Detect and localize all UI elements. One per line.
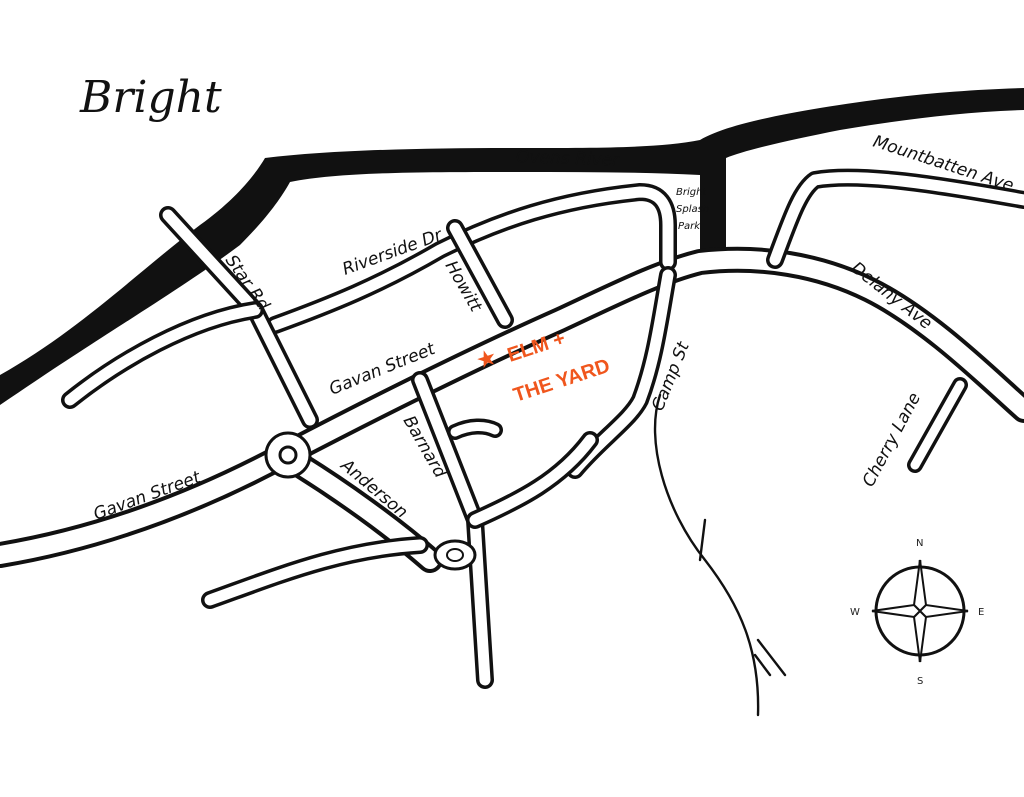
compass-rose: N S E W xyxy=(850,538,984,687)
compass-s: S xyxy=(917,676,923,687)
park-line-2: Splash xyxy=(676,204,709,215)
compass-n: N xyxy=(916,538,923,549)
poi-line-2: THE YARD xyxy=(511,355,613,407)
map-title: Bright xyxy=(79,72,222,123)
river-label: Ovens River xyxy=(516,147,621,171)
compass-e: E xyxy=(978,607,984,618)
road-network xyxy=(0,168,1024,689)
park-line-3: Park xyxy=(678,221,701,232)
park-line-1: Bright xyxy=(676,187,707,198)
label-cherry: Cherry Lane xyxy=(859,389,925,490)
creek-lines xyxy=(653,393,787,717)
splash-park-label: Bright Splash Park xyxy=(676,187,709,232)
compass-w: W xyxy=(850,607,860,618)
poi-star-icon: ★ xyxy=(475,346,499,372)
